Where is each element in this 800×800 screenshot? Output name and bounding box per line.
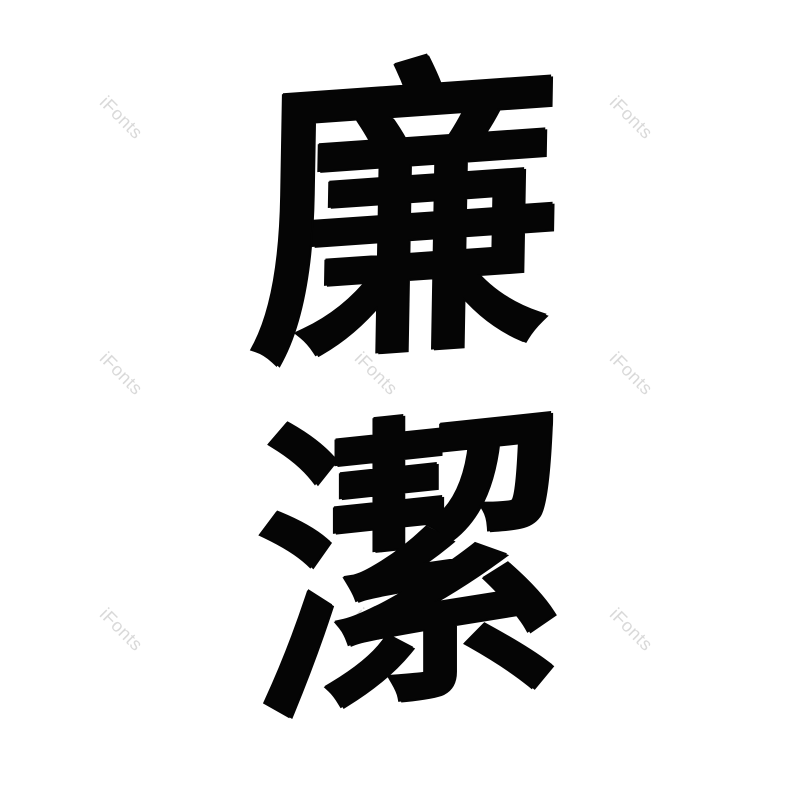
watermark-text: iFonts [605,348,657,399]
watermark-text: iFonts [605,604,657,655]
watermark-text: iFonts [605,92,657,143]
calligraphy-character-1: 廉 [247,21,563,409]
calligraphy-character-2: 潔 [255,363,570,769]
watermark-text: iFonts [95,604,147,655]
watermark-text: iFonts [95,348,147,399]
watermark-text: iFonts [95,92,147,143]
